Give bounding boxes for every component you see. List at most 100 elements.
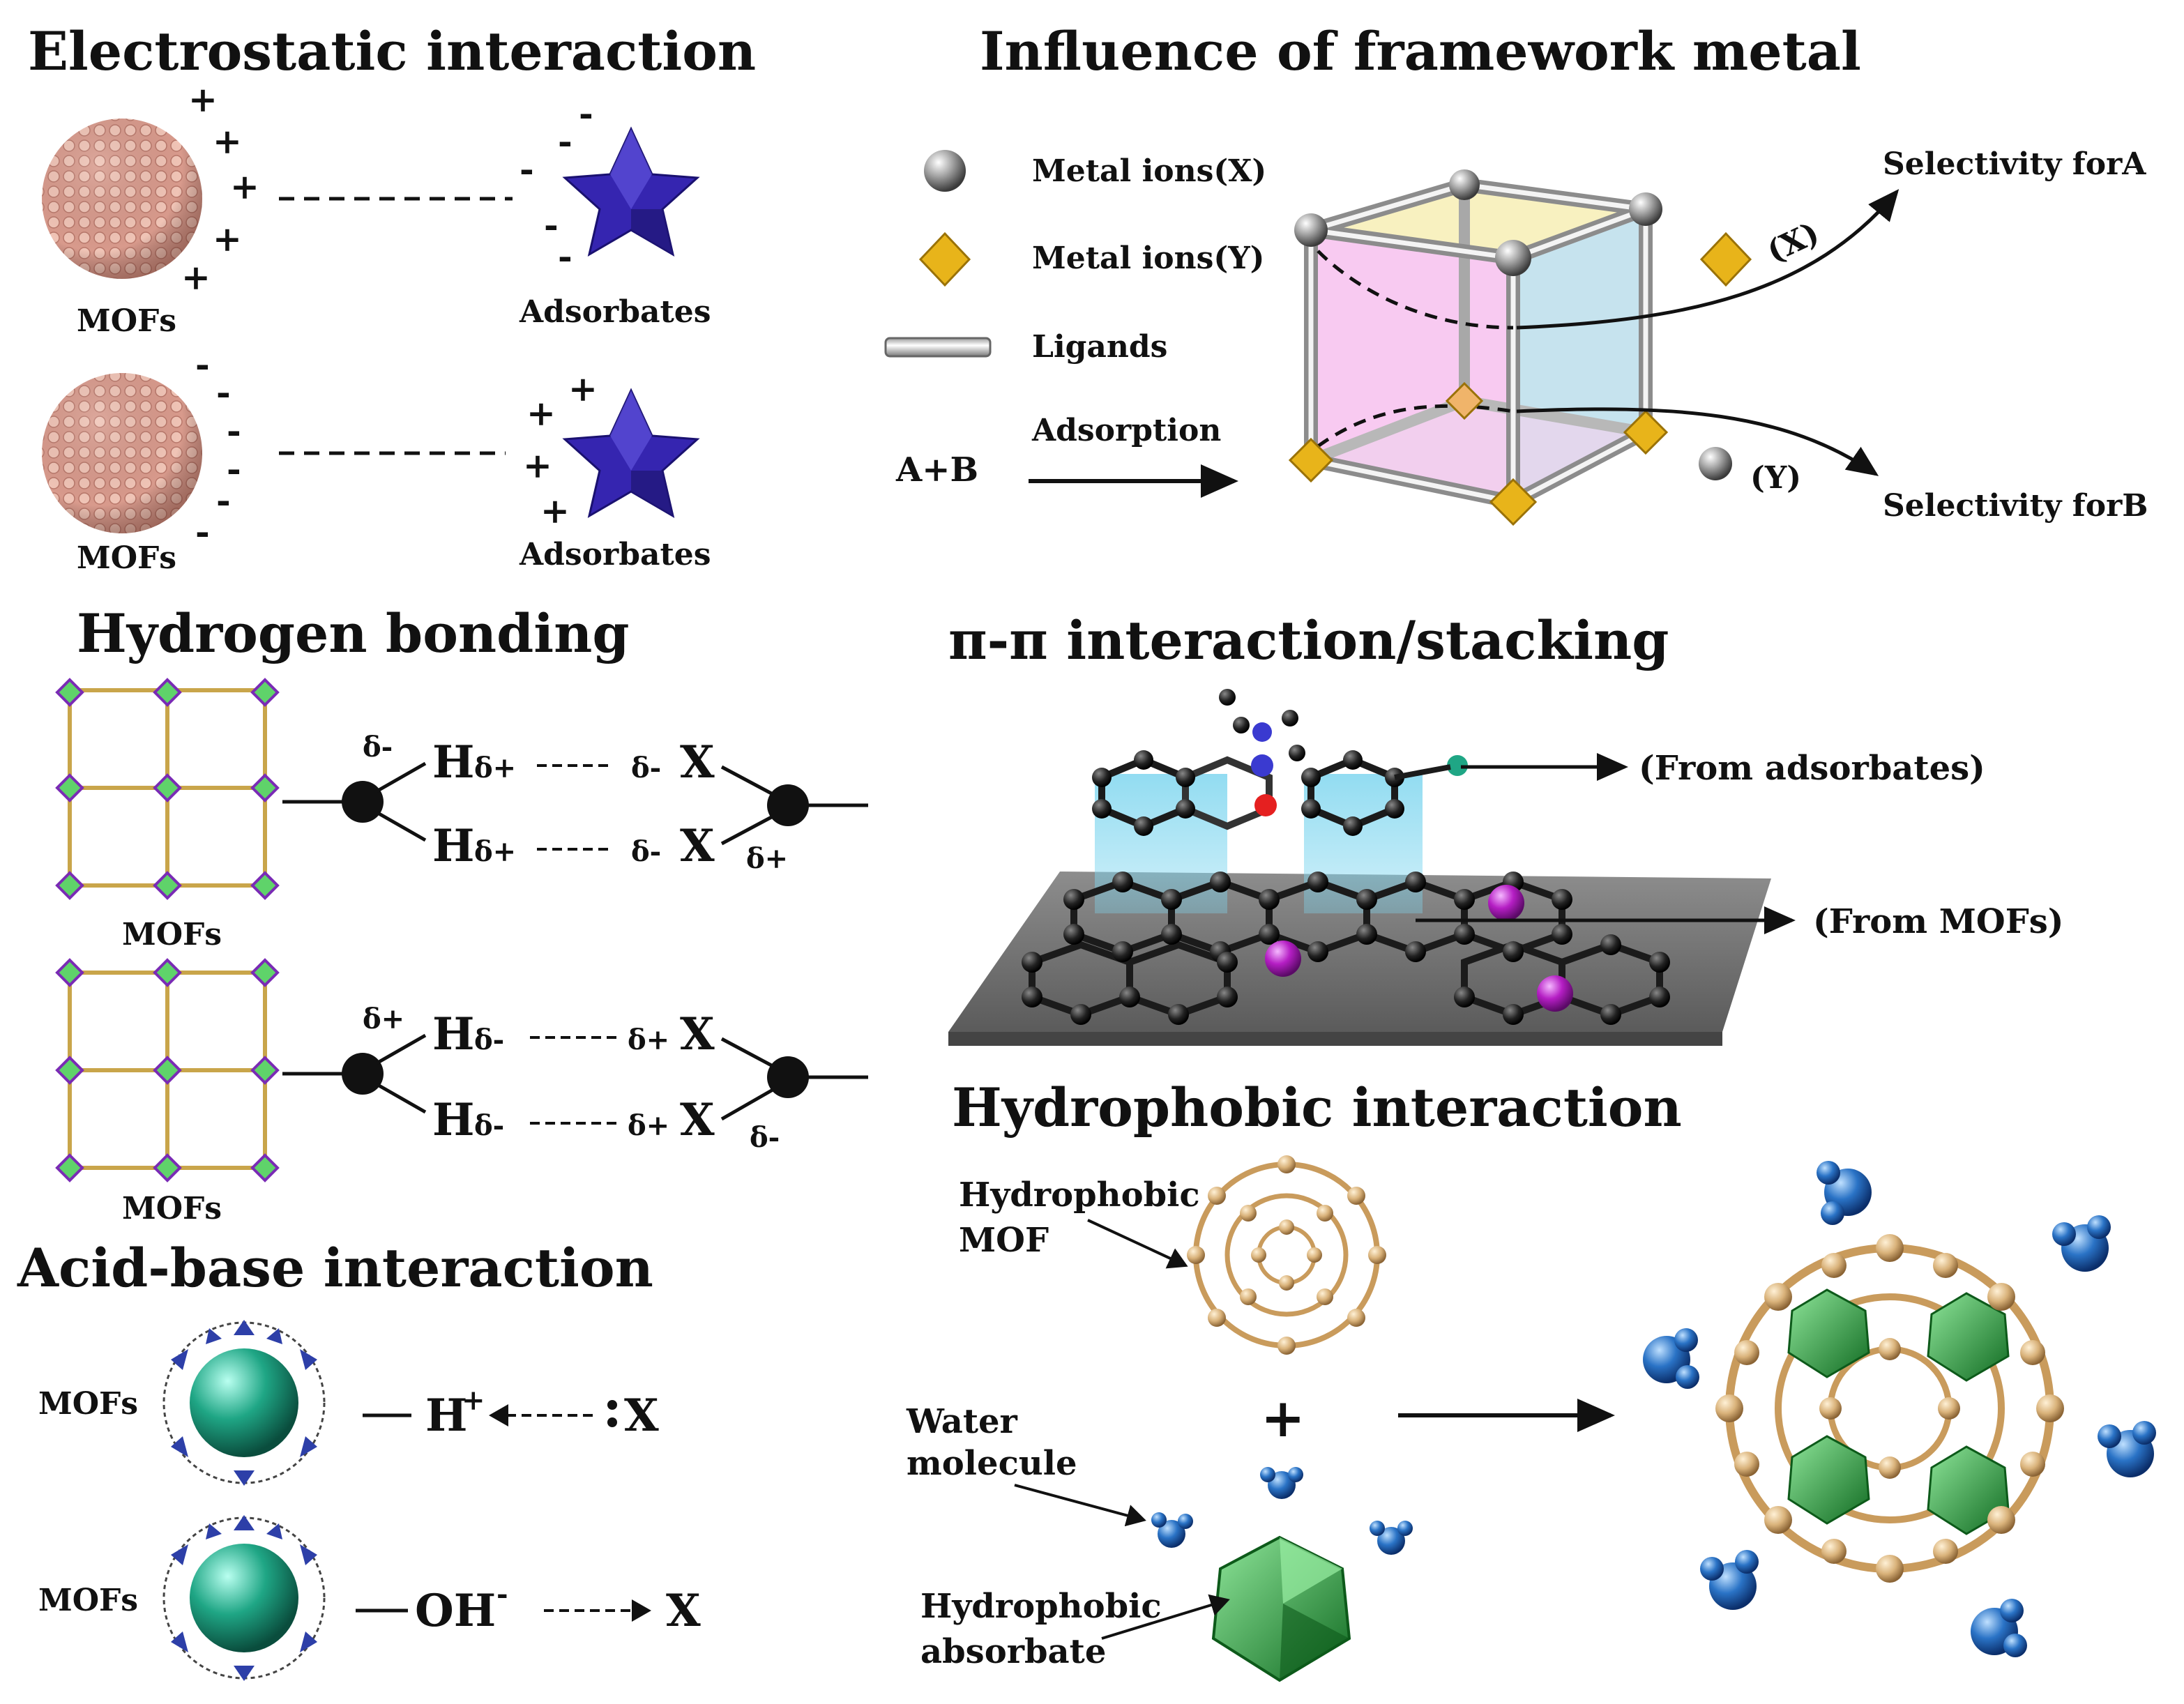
oxygen-atom [1254, 794, 1277, 816]
electrostatic-title: Electrostatic interaction [28, 20, 756, 82]
tag-y: (Y) [1750, 460, 1801, 496]
hydroxide-charge: - [496, 1578, 508, 1611]
delta-label: δ+ [746, 842, 788, 875]
water-molecule-large [1643, 1328, 1699, 1389]
mofs-label: MOFs [38, 1583, 138, 1618]
acceptor-atom [767, 784, 809, 826]
plus-sign: + [181, 257, 211, 298]
lone-pair-dot [607, 1400, 617, 1410]
hydrophobic-mof-label: MOF [959, 1221, 1049, 1260]
mof-sphere-negative [42, 373, 202, 533]
electrostatic-panel: Electrostatic interaction + + + + + - - … [28, 20, 756, 576]
pi-pi-panel: π-π interaction/stacking [948, 609, 2064, 1046]
hydrophobic-absorbate [1211, 1535, 1351, 1682]
hydrogen-atom-label: H [432, 1008, 474, 1060]
delta-label: δ- [631, 752, 661, 784]
nitrogen-atom [1251, 754, 1273, 777]
acceptor-label: X [680, 1008, 715, 1060]
framework-metal-panel: Influence of framework metal Metal ions(… [884, 20, 2148, 526]
acceptor-label: X [680, 1094, 715, 1146]
violet-atom [1537, 975, 1573, 1012]
hydroxide-label: OH [415, 1585, 496, 1637]
plus-sign: + [523, 445, 552, 486]
plus-sign: + [568, 368, 598, 409]
hydrogen-atom-label: H [432, 1094, 474, 1146]
water-label: Water [906, 1402, 1018, 1441]
base-label: X [624, 1390, 659, 1442]
adsorbates-label: Adsorbates [519, 294, 711, 330]
adsorption-label: Adsorption [1031, 413, 1221, 448]
hydrogen-atom-label: H [432, 820, 474, 872]
acceptor-label: X [680, 736, 715, 789]
selectivity-a-arrow [1516, 189, 1899, 330]
loaded-mof-cage [1715, 1234, 2064, 1583]
water-molecule-small [1260, 1467, 1303, 1499]
water-molecule-large [1700, 1550, 1759, 1610]
proton-charge: + [462, 1384, 485, 1417]
plus-sign: + [213, 218, 242, 259]
absorbate-label: absorbate [920, 1632, 1106, 1671]
acceptor-atom [767, 1056, 809, 1098]
hydrophobic-panel: Hydrophobic interaction Hydrophobic MOF … [906, 1077, 2156, 1682]
minus-sign: - [195, 344, 210, 385]
metal-ion-x-marker [1699, 447, 1732, 480]
delta-label: δ+ [363, 1003, 404, 1035]
from-mofs-label: (From MOFs) [1813, 902, 2064, 941]
hydrophobic-mof-label: Hydrophobic [959, 1176, 1200, 1215]
substituent-atom [1447, 755, 1468, 776]
metal-ion-y-marker [1699, 231, 1752, 287]
delta-label: δ- [474, 1024, 504, 1056]
acid-base-panel: Acid-base interaction MOFs H + X [17, 1237, 701, 1681]
donor-atom [342, 1053, 384, 1095]
delta-label: δ+ [628, 1109, 669, 1142]
mof-lattice-2-nodes [55, 958, 280, 1182]
acid-base-title: Acid-base interaction [17, 1237, 653, 1299]
adsorbates-label: Adsorbates [519, 537, 711, 572]
mof-cage-2 [162, 1515, 326, 1681]
delta-label: δ+ [474, 835, 516, 868]
water-molecule-large [1971, 1599, 2027, 1657]
acceptor-label: X [680, 820, 715, 872]
proton-label: H [425, 1390, 467, 1442]
minus-sign: - [227, 410, 241, 451]
delta-label: δ- [750, 1121, 780, 1154]
minus-sign: - [558, 121, 572, 162]
mof-cage-1 [162, 1320, 326, 1486]
hydrophobic-mof-cage [1187, 1155, 1386, 1355]
minus-sign: - [227, 448, 241, 489]
target-label: X [666, 1585, 701, 1637]
delta-label: δ- [363, 731, 393, 763]
pi-pi-title: π-π interaction/stacking [948, 609, 1669, 671]
delta-label: δ- [474, 1109, 504, 1142]
feed-label: A+B [895, 450, 978, 489]
hydrophobic-title: Hydrophobic interaction [952, 1077, 1682, 1139]
water-label: molecule [907, 1444, 1077, 1483]
donor-atom [342, 781, 384, 823]
legend-metal-y: Metal ions(Y) [1032, 241, 1264, 276]
adsorbate-ring-atoms [1092, 689, 1404, 836]
plus-sign: + [188, 79, 218, 120]
selectivity-b-label: Selectivity forB [1883, 488, 2148, 524]
legend-ligands: Ligands [1032, 329, 1167, 365]
minus-sign: - [195, 511, 210, 552]
water-molecule-large [1817, 1161, 1872, 1225]
mof-lattice-1-nodes [55, 678, 280, 900]
mof-pointer-arrow [1087, 1219, 1188, 1269]
metal-ion-x-icon [924, 150, 966, 192]
water-molecule-large [2098, 1421, 2156, 1477]
mof-sphere-positive [42, 119, 202, 279]
water-molecule-small [1370, 1521, 1413, 1555]
absorbate-pointer-arrow [1101, 1594, 1230, 1640]
ligand-rod-icon [884, 337, 992, 358]
minus-sign: - [544, 204, 559, 245]
selectivity-a-label: Selectivity forA [1883, 146, 2146, 182]
minus-sign: - [579, 93, 593, 134]
framework-metal-title: Influence of framework metal [980, 20, 1861, 82]
hydrogen-bonding-panel: Hydrogen bonding MOFs δ- H δ+ δ- X [55, 602, 868, 1226]
hydrogen-atom-label: H [432, 736, 474, 789]
framework-cube [1288, 169, 1669, 526]
plus-sign: + [213, 121, 242, 162]
plus-sign: + [540, 490, 570, 531]
